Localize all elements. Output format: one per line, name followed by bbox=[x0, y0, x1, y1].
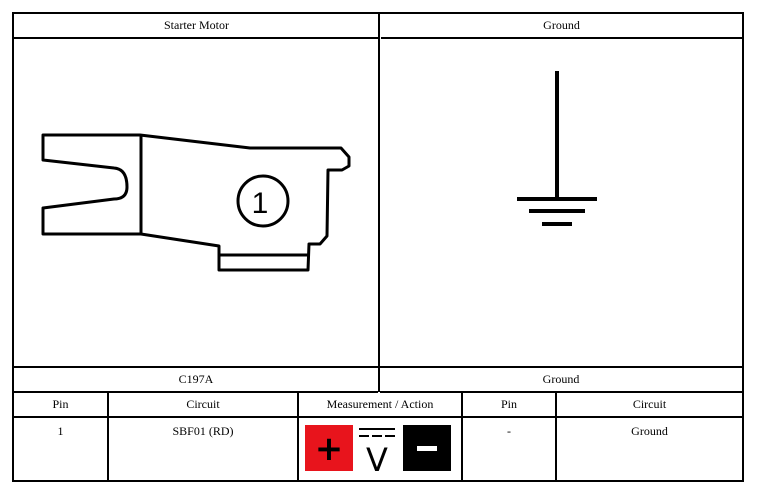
top-divider bbox=[378, 14, 380, 392]
header-starter-motor: Starter Motor bbox=[14, 14, 379, 39]
row-pin-left: 1 bbox=[57, 424, 64, 438]
plus-icon: + bbox=[315, 429, 344, 469]
col-header-pin-left-text: Pin bbox=[52, 397, 69, 411]
col-divider-1 bbox=[107, 392, 109, 482]
connector-drawing: 1 bbox=[41, 133, 351, 272]
header-ground: Ground bbox=[381, 14, 742, 39]
label-row-top-line bbox=[14, 366, 742, 368]
col-header-circuit-left-text: Circuit bbox=[186, 397, 220, 411]
row-circuit-left: SBF01 (RD) bbox=[172, 424, 234, 438]
table-row: 1 bbox=[14, 418, 107, 480]
ground-illustration bbox=[380, 39, 742, 366]
col-header-pin-right: Pin bbox=[463, 393, 555, 418]
ground-drawing bbox=[517, 71, 597, 226]
col-header-circuit-right-text: Circuit bbox=[632, 397, 667, 411]
header-starter-motor-text: Starter Motor bbox=[164, 18, 229, 32]
plus-probe-box bbox=[305, 425, 353, 471]
pin-callout-number: 1 bbox=[252, 187, 269, 220]
col-header-circuit-left: Circuit bbox=[109, 393, 297, 418]
connector-outline bbox=[41, 133, 351, 272]
col-header-pin-left: Pin bbox=[14, 393, 107, 418]
col-header-measurement: Measurement / Action bbox=[299, 393, 461, 418]
row-pin-right: - bbox=[507, 424, 511, 438]
ground-label: Ground bbox=[542, 372, 580, 386]
connector-label-cell: C197A bbox=[14, 368, 378, 393]
col-header-pin-right-text: Pin bbox=[500, 397, 517, 411]
pin-callout-circle bbox=[236, 174, 290, 228]
ground-label-cell: Ground bbox=[380, 368, 742, 393]
minus-icon bbox=[417, 446, 437, 451]
pinout-table-frame bbox=[12, 12, 744, 482]
row-measurement-cell: + V bbox=[299, 418, 461, 480]
measurement-symbols: + V bbox=[305, 425, 451, 479]
row-circuit-right-cell: Ground bbox=[557, 418, 742, 480]
voltmeter-icon: V bbox=[366, 441, 388, 479]
row-circuit-left-cell: SBF01 (RD) bbox=[109, 418, 297, 480]
row-circuit-right: Ground bbox=[631, 424, 668, 438]
connector-illustration: 1 bbox=[14, 39, 378, 366]
col-divider-2 bbox=[297, 392, 299, 482]
connector-label: C197A bbox=[178, 372, 214, 386]
col-divider-4 bbox=[555, 392, 557, 482]
col-divider-3 bbox=[461, 392, 463, 482]
header-ground-text: Ground bbox=[543, 18, 580, 32]
row-pin-right-cell: - bbox=[463, 418, 555, 480]
col-header-measurement-text: Measurement / Action bbox=[326, 397, 434, 411]
col-header-circuit-right: Circuit bbox=[557, 393, 742, 418]
